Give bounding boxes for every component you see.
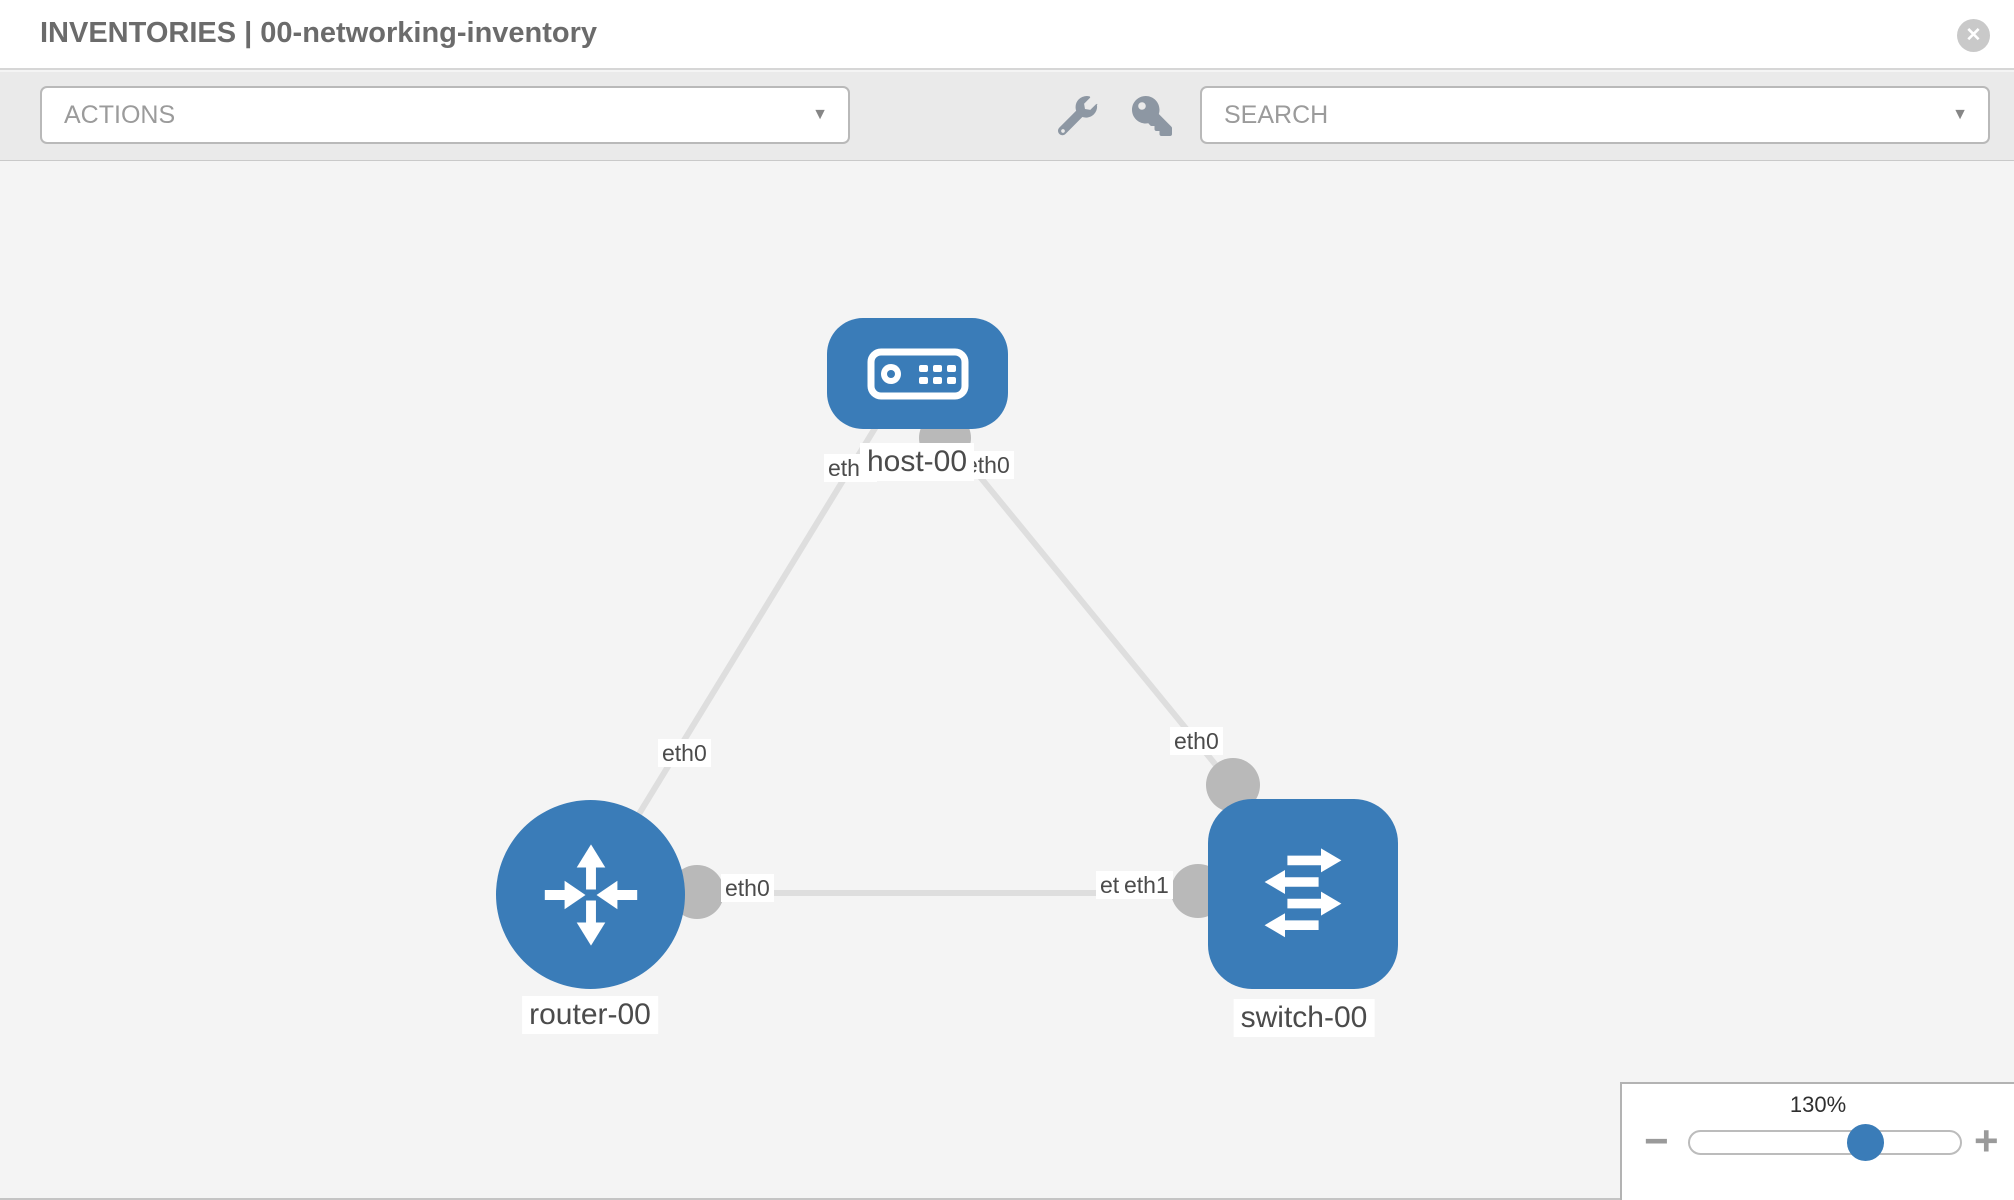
page-title: INVENTORIES | 00-networking-inventory [40,17,598,49]
zoom-level: 130% [1789,1092,1847,1117]
interface-label-switch-eth0: eth0 [1170,727,1223,756]
toolbar: ACTIONS ▼ SEARCH ▼ [0,72,2014,161]
interface-label-router-eth0: eth0 [721,874,774,903]
zoom-in-button[interactable]: + [1974,1117,1999,1164]
actions-dropdown[interactable]: ACTIONS ▼ [40,86,850,144]
zoom-out-button[interactable]: − [1644,1117,1669,1164]
topology-canvas[interactable]: host-00 router-00 switch-00 eth0 eth0 et… [0,162,2014,1200]
close-icon[interactable]: ✕ [1957,19,1990,52]
node-router-00[interactable] [496,800,685,989]
zoom-panel: 130% − + [1620,1082,2014,1200]
chevron-down-icon: ▼ [812,106,828,123]
search-dropdown[interactable]: SEARCH ▼ [1200,86,1990,144]
server-icon [867,348,968,399]
search-placeholder: SEARCH [1224,100,1329,129]
interface-label-switch-overlap: eth0 eth1 [1096,871,1173,900]
node-switch-00[interactable] [1208,799,1398,989]
header: INVENTORIES | 00-networking-inventory ✕ [0,0,2014,70]
switch-icon [1264,848,1342,938]
interface-label-router-eth0-up: eth0 [658,739,711,768]
interface-connector-switch-eth0[interactable] [1206,758,1260,812]
router-icon [544,843,637,946]
zoom-slider-track[interactable] [1688,1130,1962,1155]
node-label-switch: switch-00 [1233,999,1375,1037]
topology-graph [587,412,1303,919]
zoom-slider-thumb[interactable] [1847,1124,1884,1161]
chevron-down-icon: ▼ [1952,106,1968,123]
key-icon[interactable] [1132,96,1172,136]
actions-dropdown-label: ACTIONS [64,100,176,129]
node-label-host: host-00 [859,443,975,481]
interface-label-eth1-over: eth1 [1120,871,1173,900]
node-label-router: router-00 [522,996,658,1034]
node-host-00[interactable] [827,318,1008,429]
wrench-icon[interactable] [1058,96,1098,136]
